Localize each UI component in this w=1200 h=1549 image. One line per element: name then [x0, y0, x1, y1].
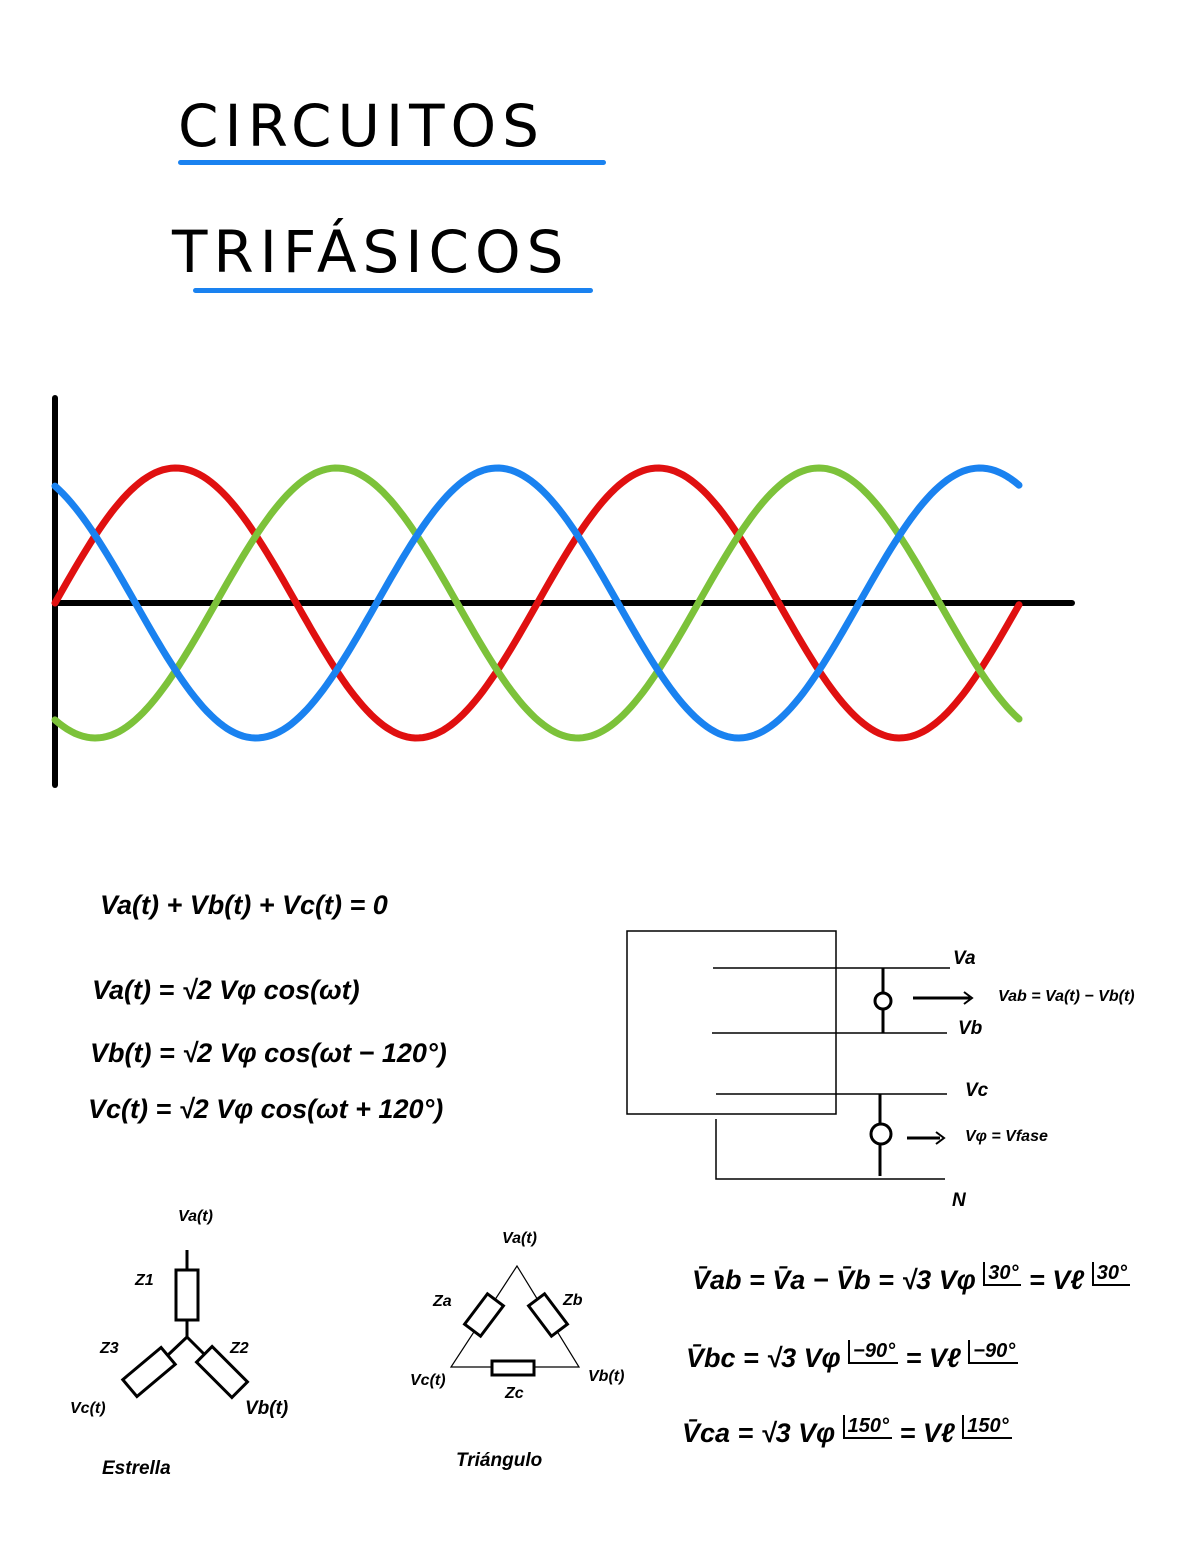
star-connection — [120, 1250, 250, 1400]
star-vc: Vc(t) — [70, 1400, 106, 1417]
star-caption: Estrella — [102, 1458, 171, 1479]
phasor-vbc-mid: = Vℓ — [905, 1343, 961, 1373]
label-vb: Vb — [958, 1018, 983, 1039]
delta-caption: Triángulo — [456, 1450, 543, 1471]
title-underline-2 — [193, 288, 593, 293]
phasor-vca-angle-1: 150° — [842, 1415, 893, 1439]
equation-vc: Vc(t) = √2 Vφ cos(ωt + 120°) — [88, 1094, 444, 1124]
label-line-voltage: Vab = Va(t) − Vb(t) — [998, 988, 1135, 1005]
delta-zc: Zc — [505, 1385, 524, 1402]
equation-va: Va(t) = √2 Vφ cos(ωt) — [92, 975, 360, 1005]
phasor-vbc: V̄bc = √3 Vφ −90° = Vℓ −90° — [686, 1340, 1019, 1374]
delta-zb: Zb — [563, 1292, 583, 1309]
phasor-vbc-lhs: V̄bc = √3 Vφ — [686, 1343, 841, 1373]
delta-vb: Vb(t) — [588, 1368, 625, 1385]
voltmeter-icon — [869, 1122, 893, 1146]
delta-va: Va(t) — [502, 1230, 537, 1247]
arrow-head — [935, 1131, 946, 1145]
label-phase-voltage: Vφ = Vfase — [965, 1128, 1048, 1145]
waveform-series-0 — [51, 464, 1023, 742]
delta-connection — [449, 1264, 581, 1377]
waveform-series-2 — [51, 464, 1023, 742]
phasor-vbc-angle-1: −90° — [848, 1340, 899, 1364]
three-phase-waveform-chart — [51, 395, 1075, 788]
equation-sum: Va(t) + Vb(t) + Vc(t) = 0 — [100, 890, 388, 920]
waveform-series-1 — [51, 464, 1023, 742]
title-line-2: TRIFÁSICOS — [172, 218, 570, 286]
star-va: Va(t) — [178, 1208, 213, 1225]
star-z3: Z3 — [100, 1340, 119, 1357]
phasor-vab: V̄ab = V̄a − V̄b = √3 Vφ 30° = Vℓ 30° — [692, 1262, 1130, 1296]
phasor-vca-mid: = Vℓ — [899, 1418, 955, 1448]
star-z1: Z1 — [135, 1272, 154, 1289]
generator-box — [626, 930, 837, 1115]
equation-vb: Vb(t) = √2 Vφ cos(ωt − 120°) — [90, 1038, 447, 1068]
phasor-vca-angle-2: 150° — [962, 1415, 1012, 1439]
delta-za: Za — [433, 1293, 452, 1310]
label-neutral: N — [952, 1190, 966, 1211]
phasor-vab-mid: = Vℓ — [1028, 1265, 1085, 1295]
label-vc: Vc — [965, 1080, 989, 1101]
arrow-head — [963, 991, 974, 1005]
star-z2: Z2 — [230, 1340, 249, 1357]
label-va: Va — [953, 948, 976, 969]
title-line-1: CIRCUITOS — [178, 92, 545, 160]
phasor-vca-lhs: V̄ca = √3 Vφ — [682, 1418, 836, 1448]
title-underline-1 — [178, 160, 606, 165]
star-vb: Vb(t) — [245, 1398, 289, 1419]
phasor-vab-lhs: V̄ab = V̄a − V̄b = √3 Vφ — [692, 1265, 976, 1295]
voltmeter-icon — [873, 991, 893, 1011]
phasor-vbc-angle-2: −90° — [968, 1340, 1019, 1364]
delta-vc: Vc(t) — [410, 1372, 446, 1389]
phasor-vab-angle-2: 30° — [1091, 1262, 1130, 1286]
phasor-vab-angle-1: 30° — [983, 1262, 1022, 1286]
line-neutral — [715, 1119, 945, 1180]
phasor-vca: V̄ca = √3 Vφ 150° = Vℓ 150° — [682, 1415, 1012, 1449]
